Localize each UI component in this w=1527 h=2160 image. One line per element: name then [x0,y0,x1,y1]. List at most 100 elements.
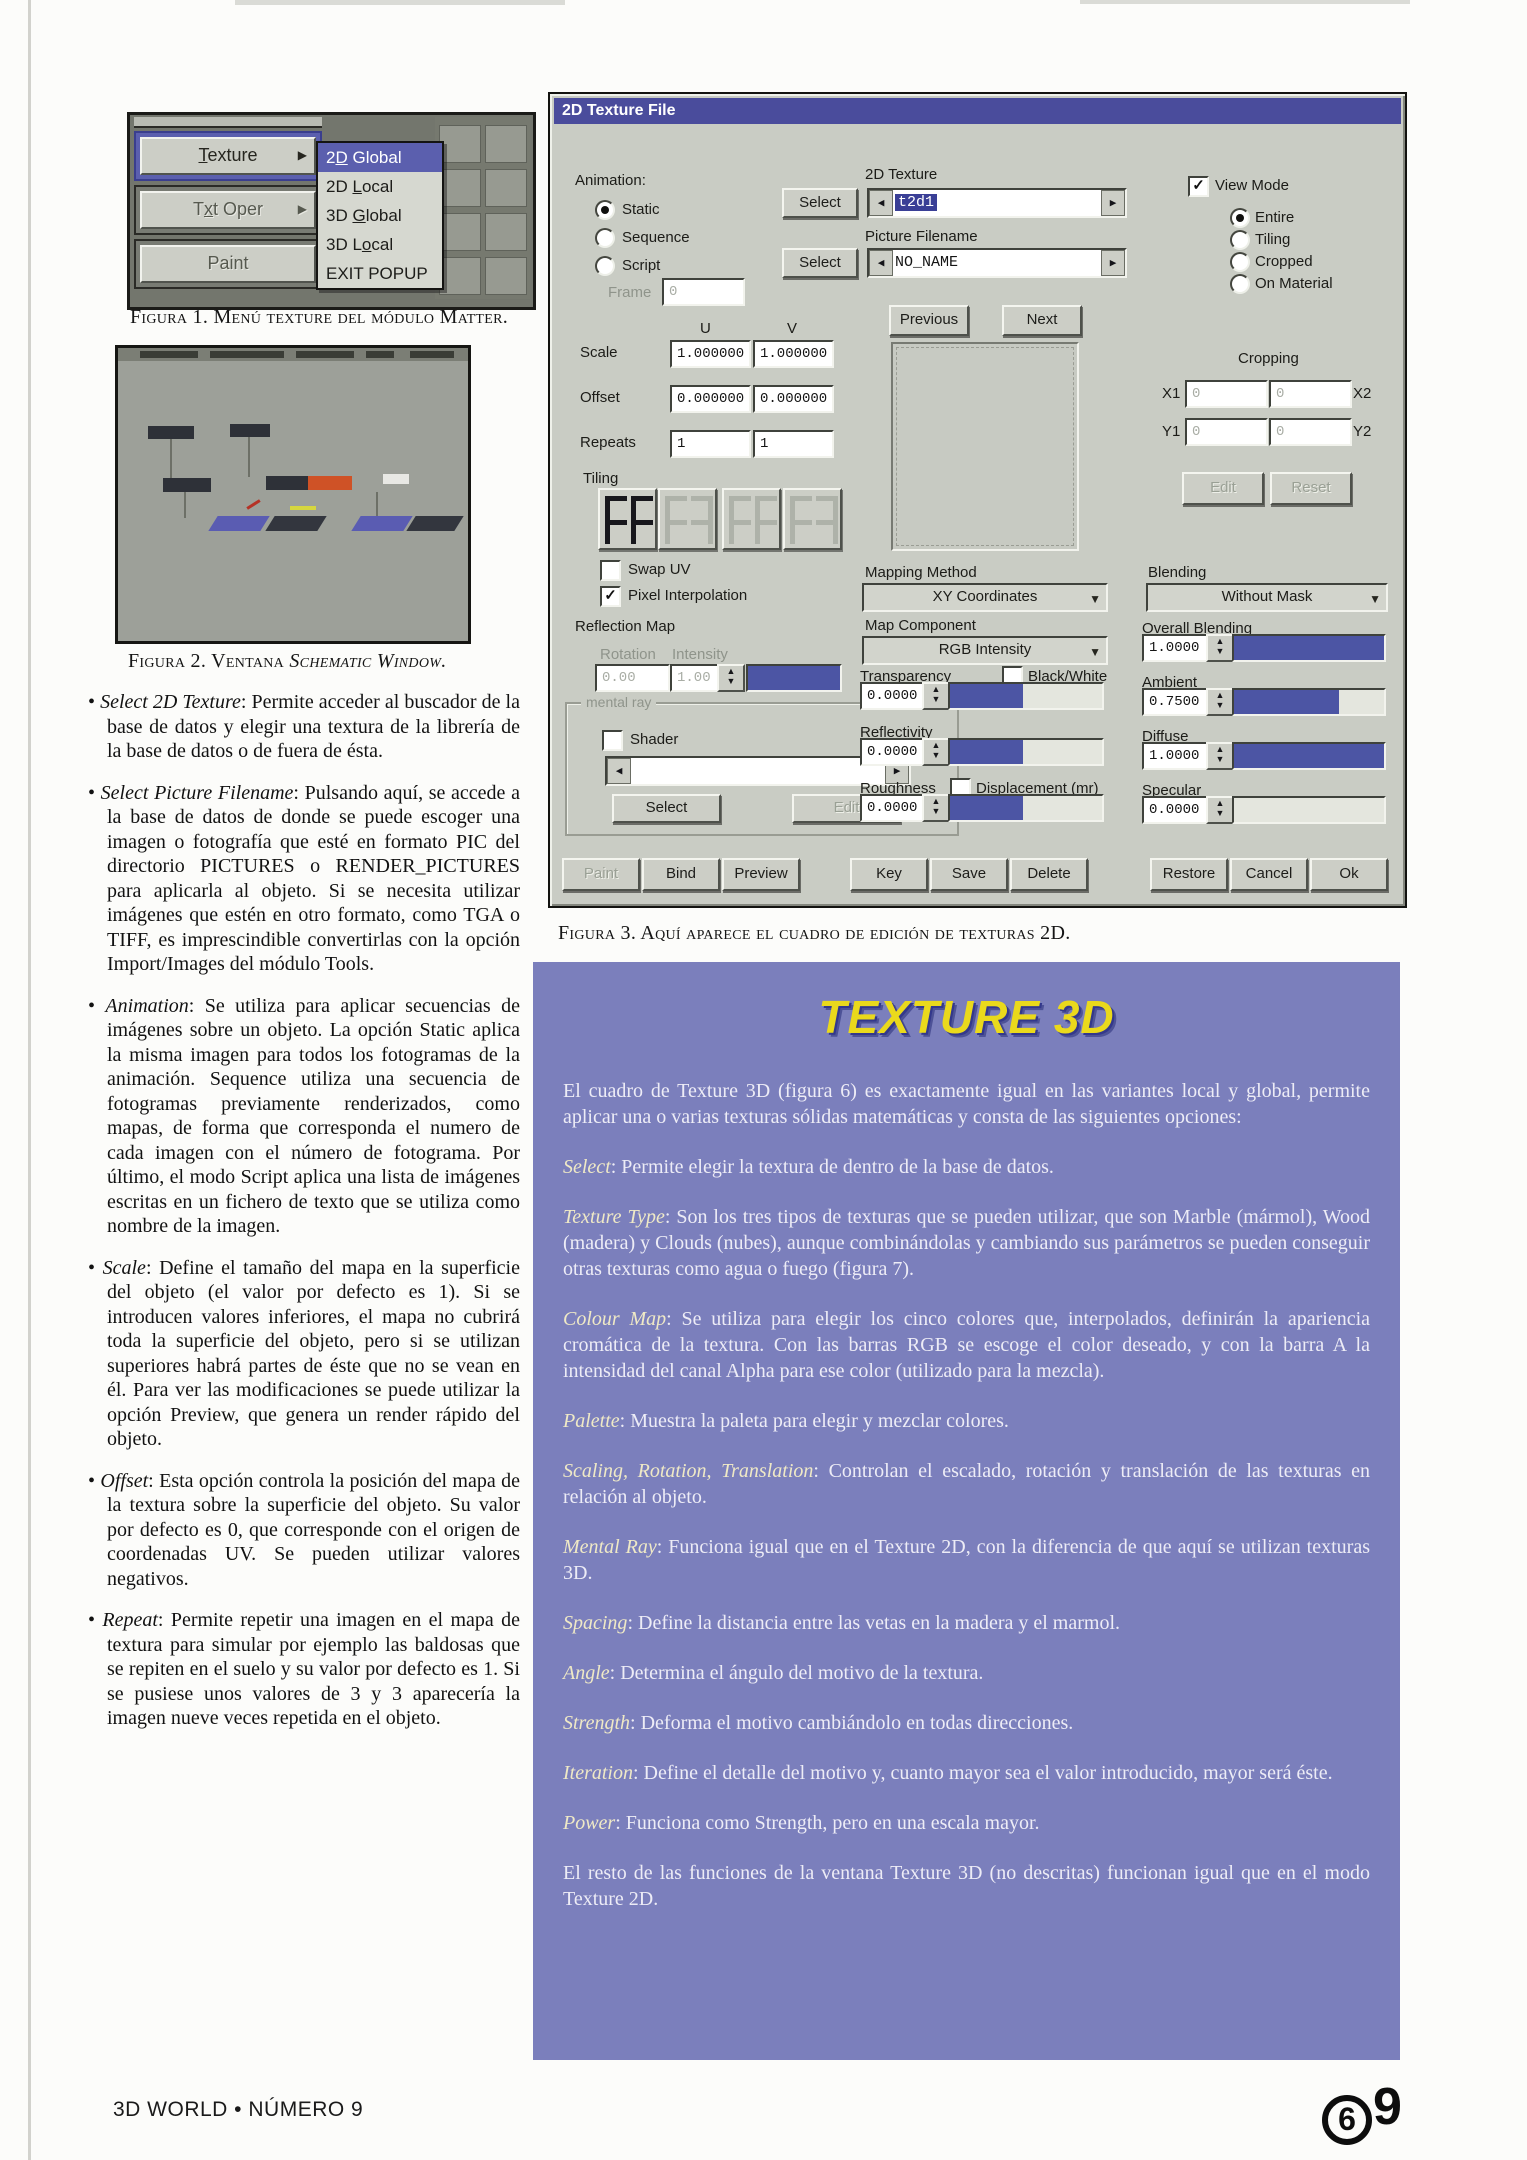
article-bullet: • Select Picture Filename: Pulsando aquí… [88,781,520,976]
view-mode-radio-on-material[interactable] [1230,274,1250,294]
transparency-field[interactable]: 0.0000 [860,682,927,710]
tiling-mode-button-4[interactable] [783,488,842,550]
bind-button[interactable]: Bind [642,858,720,891]
menu-bar-text [296,351,354,358]
ok-button[interactable]: Ok [1310,858,1388,891]
mapping-method-dropdown[interactable]: XY Coordinates▼ [862,583,1108,612]
ambient-slider[interactable] [1232,688,1386,716]
dialog-titlebar[interactable]: 2D Texture File [554,98,1401,124]
roughness-field[interactable]: 0.0000 [860,794,927,822]
next-button[interactable]: Next [1002,305,1082,336]
offset-u-field[interactable]: 0.000000 [670,385,751,413]
menu-item-2d-global[interactable]: 2D Global [318,143,442,172]
rotation-field[interactable]: 0.00 [595,664,670,692]
roughness-spinner[interactable]: ▲▼ [922,794,950,822]
cropping-field-1[interactable]: 0 [1185,380,1268,408]
paint-button[interactable]: Paint [562,858,640,891]
overall-blending-spinner[interactable]: ▲▼ [1206,634,1234,662]
picture-select-button[interactable]: Select [782,248,858,278]
reflectivity-slider[interactable] [948,738,1104,766]
reflectivity-field[interactable]: 0.0000 [860,738,927,766]
swap-uv-checkbox[interactable] [600,560,621,581]
repeats-u-field[interactable]: 1 [670,430,751,458]
view-mode-checkbox[interactable]: ✓ [1188,176,1209,197]
mapping-method-label: Mapping Method [865,564,977,581]
menu-button-paint[interactable]: Paint [134,239,322,289]
scale-v-field[interactable]: 1.000000 [753,340,834,368]
combo-right-arrow-icon[interactable]: ▶ [1101,190,1125,216]
tile-corner [755,520,777,544]
picture-filename-combo[interactable]: ◀ NO_NAME ▶ [867,248,1127,278]
scale-u-field[interactable]: 1.000000 [670,340,751,368]
menu-item-3d-global[interactable]: 3D Global [326,206,402,225]
specular-field[interactable]: 0.0000 [1142,796,1211,824]
roughness-slider[interactable] [948,794,1104,822]
article-bullet: • Select 2D Texture: Permite acceder al … [88,691,520,762]
mental-ray-select-button[interactable]: Select [612,794,721,823]
scan-artifact [1080,0,1410,4]
combo-left-arrow-icon[interactable]: ◀ [869,250,893,276]
save-button[interactable]: Save [930,858,1008,891]
cropping-reset-button[interactable]: Reset [1270,472,1352,505]
cropping-field-3[interactable]: 0 [1185,418,1268,446]
displacement-mr-label: Displacement (mr) [976,780,1099,797]
ambient-field[interactable]: 0.7500 [1142,688,1211,716]
intensity-field[interactable]: 1.00 [670,664,723,692]
offset-v-field[interactable]: 0.000000 [753,385,834,413]
delete-button[interactable]: Delete [1010,858,1088,891]
2d-texture-combo[interactable]: ◀ t2d1 ▶ [867,188,1127,218]
diffuse-spinner[interactable]: ▲▼ [1206,742,1234,770]
overall-blending-field[interactable]: 1.0000 [1142,634,1211,662]
entry-term: Iteration [563,1762,633,1784]
intensity-slider[interactable] [746,664,842,692]
frame-field[interactable]: 0 [662,278,745,306]
reflection-map-label: Reflection Map [575,618,676,635]
preview-button[interactable]: Preview [722,858,800,891]
overall-blending-slider[interactable] [1232,634,1386,662]
combo-left-arrow-icon[interactable]: ◀ [869,190,893,216]
swap-uv-label: Swap UV [628,561,691,578]
transparency-spinner[interactable]: ▲▼ [922,682,950,710]
specular-spinner[interactable]: ▲▼ [1206,796,1234,824]
map-component-dropdown[interactable]: RGB Intensity▼ [862,636,1108,665]
key-button[interactable]: Key [850,858,928,891]
menu-bar-text [366,351,394,358]
transparency-slider[interactable] [948,682,1104,710]
restore-button[interactable]: Restore [1150,858,1228,891]
schematic-link [248,437,250,477]
animation-radio-sequence[interactable] [595,228,615,248]
menu-item-3d-local[interactable]: 3D Local [326,235,394,254]
cropping-field-4[interactable]: 0 [1269,418,1352,446]
combo-right-arrow-icon[interactable]: ▶ [1101,250,1125,276]
menu-item-exit-popup[interactable]: EXIT POPUP [326,264,428,283]
menu-item-2d-local[interactable]: 2D Local [326,177,394,196]
view-mode-radio-tiling[interactable] [1230,230,1250,250]
shader-checkbox[interactable] [602,730,623,751]
specular-slider[interactable] [1232,796,1386,824]
view-mode-radio-cropped[interactable] [1230,252,1250,272]
cancel-button[interactable]: Cancel [1230,858,1308,891]
cropping-field-2[interactable]: 0 [1269,380,1352,408]
tiling-mode-button-2[interactable] [658,488,717,550]
pixel-interpolation-checkbox[interactable]: ✓ [600,586,621,607]
diffuse-field[interactable]: 1.0000 [1142,742,1211,770]
intensity-spinner[interactable]: ▲▼ [717,664,745,692]
view-mode-radio-entire[interactable] [1230,208,1250,228]
animation-radio-static[interactable] [595,200,615,220]
blending-dropdown[interactable]: Without Mask▼ [1146,583,1388,612]
scan-artifact [235,0,565,5]
tiling-mode-button-1[interactable] [598,488,657,550]
tiling-mode-button-3[interactable] [722,488,781,550]
menu-button-txt-oper[interactable]: Txt Oper▶ [134,185,322,235]
ambient-spinner[interactable]: ▲▼ [1206,688,1234,716]
2d-texture-select-button[interactable]: Select [782,188,858,218]
menu-button-texture[interactable]: Texture▶ [134,131,322,181]
previous-button[interactable]: Previous [889,305,969,336]
diffuse-slider[interactable] [1232,742,1386,770]
schematic-link [170,439,172,479]
repeats-v-field[interactable]: 1 [753,430,834,458]
cropping-edit-button[interactable]: Edit [1182,472,1264,505]
combo-left-arrow-icon[interactable]: ◀ [607,758,631,784]
reflectivity-spinner[interactable]: ▲▼ [922,738,950,766]
animation-radio-script[interactable] [595,256,615,276]
